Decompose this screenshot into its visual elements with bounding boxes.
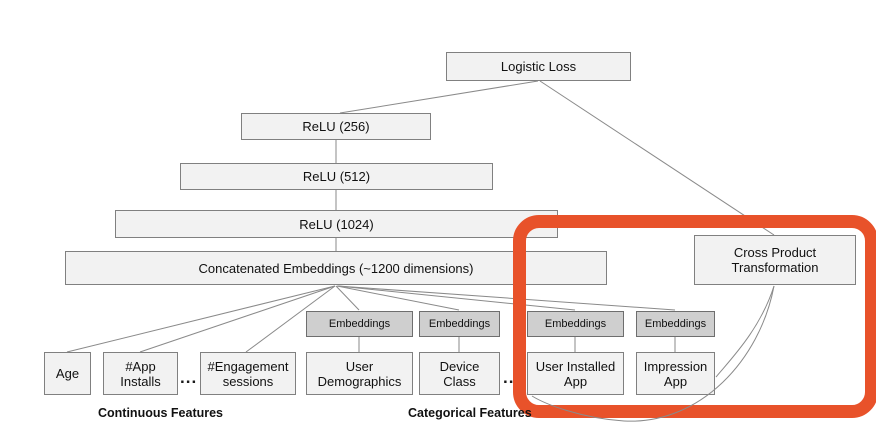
link-concat-to-emb1 <box>335 285 360 311</box>
node-embeddings-device-class[interactable]: Embeddings <box>419 311 500 337</box>
feature-user-installed-app[interactable]: User Installed App <box>527 352 624 395</box>
node-relu-1024[interactable]: ReLU (1024) <box>115 210 558 238</box>
feature-user-demographics[interactable]: User Demographics <box>306 352 413 395</box>
link-concat-to-emb2 <box>336 285 460 311</box>
feature-age[interactable]: Age <box>44 352 91 395</box>
node-embeddings-user-installed-app[interactable]: Embeddings <box>527 311 624 337</box>
node-logistic-loss[interactable]: Logistic Loss <box>446 52 631 81</box>
link-cross-product-to-impression-app <box>715 285 775 378</box>
node-cross-product-transformation[interactable]: Cross Product Transformation <box>694 235 856 285</box>
ellipsis-continuous-features: ... <box>180 368 198 387</box>
feature-device-class[interactable]: Device Class <box>419 352 500 395</box>
node-embeddings-impression-app[interactable]: Embeddings <box>636 311 715 337</box>
group-label-continuous-features: Continuous Features <box>98 406 224 420</box>
node-relu-256[interactable]: ReLU (256) <box>241 113 431 140</box>
feature-engagement-sessions[interactable]: #Engagement sessions <box>200 352 296 395</box>
link-concat-to-app-installs <box>139 285 336 353</box>
link-concat-to-emb4 <box>337 285 676 311</box>
link-concat-to-engagement <box>245 285 336 353</box>
group-label-categorical-features: Categorical Features <box>408 406 532 420</box>
link-loss-to-cross-product <box>539 80 775 236</box>
link-loss-to-relu256 <box>339 80 539 114</box>
feature-app-installs[interactable]: #App Installs <box>103 352 178 395</box>
node-embeddings-user-demographics[interactable]: Embeddings <box>306 311 413 337</box>
feature-impression-app[interactable]: Impression App <box>636 352 715 395</box>
link-concat-to-age <box>66 285 336 353</box>
node-relu-512[interactable]: ReLU (512) <box>180 163 493 190</box>
link-concat-to-emb3 <box>337 285 576 311</box>
link-cross-product-to-user-installed-app <box>531 285 775 422</box>
